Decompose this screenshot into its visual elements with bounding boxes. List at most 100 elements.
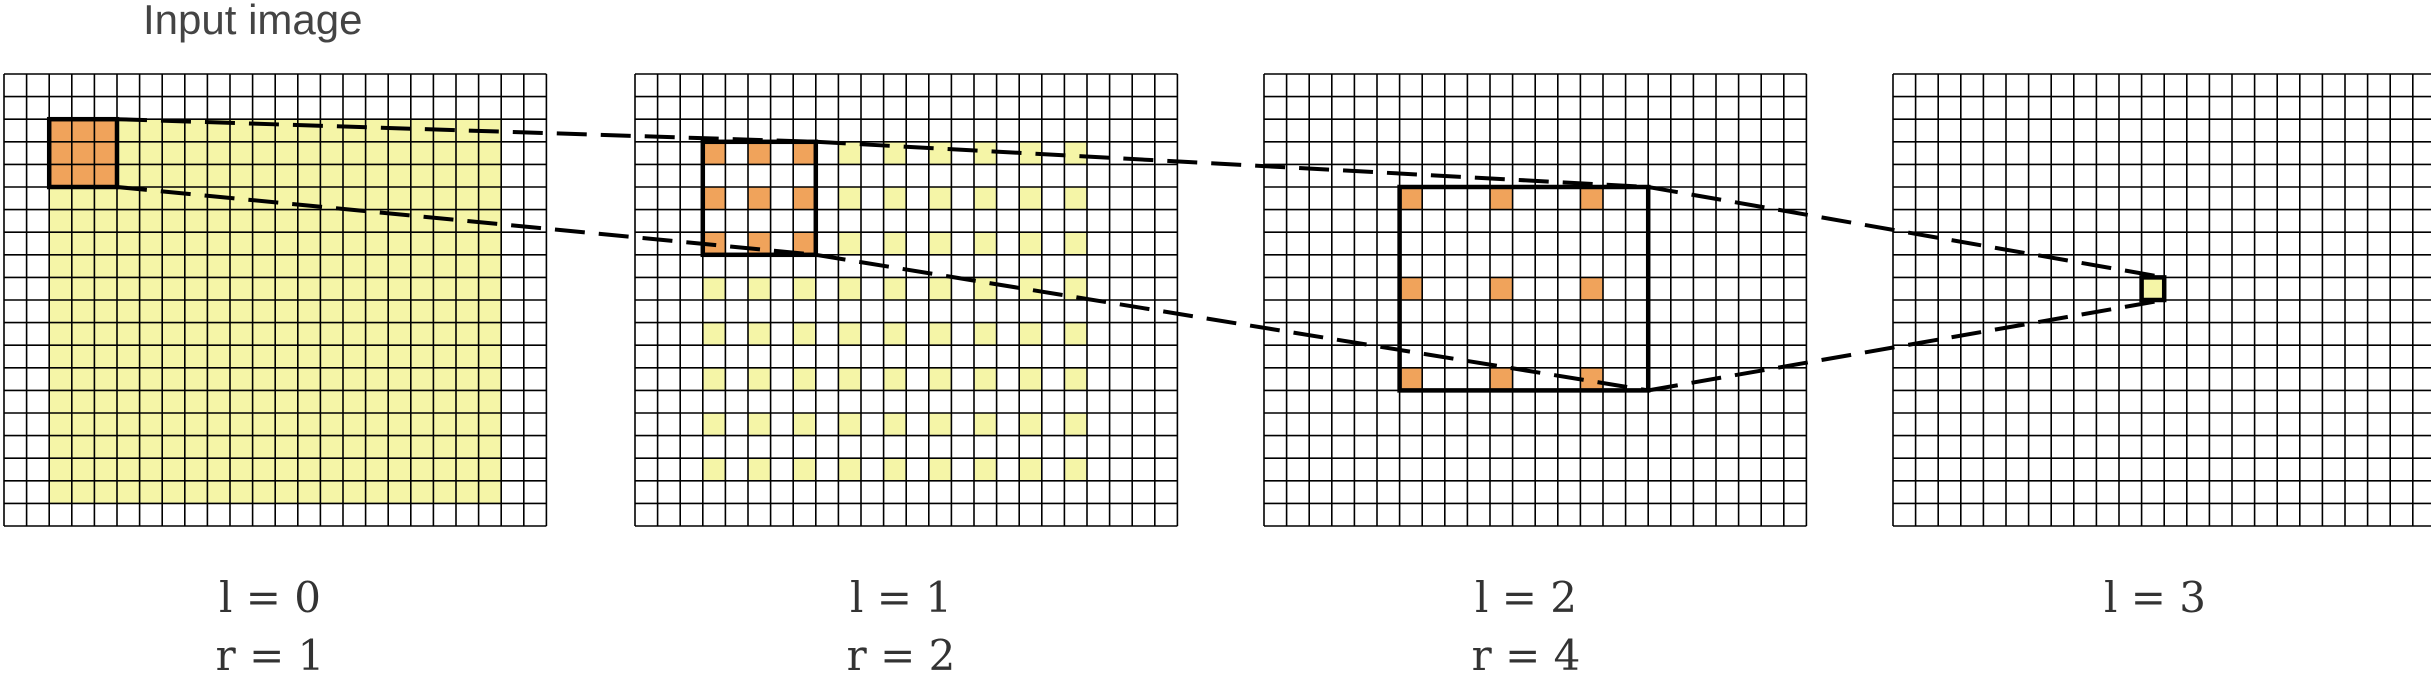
receptive-field-cell — [343, 322, 366, 346]
receptive-field-cell — [252, 458, 276, 481]
receptive-field-cell — [184, 209, 208, 233]
receptive-field-cell — [410, 119, 434, 142]
receptive-field-cell — [974, 141, 997, 165]
receptive-field-cell — [365, 458, 389, 481]
kernel-tap-cell — [49, 119, 72, 142]
receptive-field-cell — [702, 458, 726, 481]
receptive-field-cell — [49, 345, 72, 368]
receptive-field-cell — [139, 300, 163, 323]
receptive-field-cell — [252, 367, 276, 391]
receptive-field-cell — [162, 390, 185, 413]
receptive-field-cell — [297, 322, 321, 346]
receptive-field-cell — [275, 232, 298, 255]
receptive-field-cell — [117, 413, 140, 436]
receptive-field-cell — [230, 390, 253, 413]
receptive-field-cell — [410, 187, 434, 210]
receptive-field-cell — [456, 367, 479, 391]
receptive-field-cell — [1019, 458, 1042, 481]
receptive-field-cell — [343, 435, 366, 459]
receptive-field-cell — [388, 187, 411, 210]
receptive-field-cell — [230, 119, 253, 142]
receptive-field-cell — [928, 322, 952, 346]
receptive-field-cell — [162, 164, 185, 187]
kernel-tap-cell — [94, 164, 117, 187]
receptive-field-cell — [456, 322, 479, 346]
receptive-field-cell — [410, 141, 434, 165]
receptive-field-cell — [343, 187, 366, 210]
receptive-field-cell — [94, 413, 117, 436]
receptive-field-cell — [343, 300, 366, 323]
kernel-tap-cell — [49, 141, 72, 165]
receptive-field-cell — [928, 187, 952, 210]
panel-3-l-label: l = 3 — [2104, 573, 2206, 622]
receptive-field-cell — [320, 277, 343, 300]
receptive-field-cell — [343, 209, 366, 233]
receptive-field-cell — [748, 367, 771, 391]
receptive-field-cell — [456, 187, 479, 210]
kernel-tap-cell — [748, 232, 771, 255]
receptive-field-cell — [230, 322, 253, 346]
kernel-tap-cell — [94, 119, 117, 142]
receptive-field-cell — [71, 322, 95, 346]
receptive-field-cell — [49, 187, 72, 210]
receptive-field-cell — [410, 367, 434, 391]
receptive-field-cell — [365, 345, 389, 368]
receptive-field-cell — [71, 187, 95, 210]
receptive-field-cell — [252, 322, 276, 346]
receptive-field-cell — [478, 209, 502, 233]
receptive-field-cell — [207, 277, 230, 300]
receptive-field-cell — [410, 345, 434, 368]
receptive-field-cell — [478, 277, 502, 300]
receptive-field-cell — [410, 480, 434, 504]
receptive-field-cell — [793, 367, 816, 391]
receptive-field-cell — [928, 141, 952, 165]
receptive-field-cell — [365, 435, 389, 459]
receptive-field-cell — [275, 367, 298, 391]
receptive-field-cell — [320, 119, 343, 142]
receptive-field-cell — [184, 187, 208, 210]
receptive-field-cell — [71, 480, 95, 504]
receptive-field-cell — [456, 458, 479, 481]
receptive-field-cell — [456, 300, 479, 323]
receptive-field-cell — [410, 322, 434, 346]
receptive-field-cell — [71, 232, 95, 255]
receptive-field-cell — [94, 209, 117, 233]
receptive-field-cell — [252, 390, 276, 413]
receptive-field-cell — [139, 413, 163, 436]
receptive-field-cell — [320, 480, 343, 504]
receptive-field-cell — [207, 367, 230, 391]
receptive-field-cell — [320, 345, 343, 368]
receptive-field-cell — [297, 435, 321, 459]
receptive-field-cell — [1019, 367, 1042, 391]
receptive-field-cell — [297, 164, 321, 187]
receptive-field-cell — [478, 232, 502, 255]
receptive-field-cell — [343, 141, 366, 165]
receptive-field-cell — [230, 187, 253, 210]
receptive-field-cell — [162, 254, 185, 278]
receptive-field-cell — [702, 322, 726, 346]
receptive-field-cell — [365, 300, 389, 323]
kernel-tap-cell — [1399, 187, 1423, 210]
receptive-field-cell — [162, 119, 185, 142]
kernel-tap-cell — [1580, 367, 1603, 391]
receptive-field-cell — [1064, 322, 1087, 346]
receptive-field-cell — [974, 413, 997, 436]
receptive-field-cell — [838, 458, 861, 481]
receptive-field-cell — [297, 141, 321, 165]
receptive-field-cell — [388, 480, 411, 504]
panel-0-r-label: r = 1 — [216, 631, 325, 680]
receptive-field-cell — [252, 480, 276, 504]
receptive-field-cell — [793, 413, 816, 436]
receptive-field-cell — [388, 164, 411, 187]
receptive-field-cell — [365, 141, 389, 165]
receptive-field-cell — [365, 119, 389, 142]
receptive-field-cell — [456, 277, 479, 300]
receptive-field-cell — [343, 390, 366, 413]
receptive-field-cell — [838, 413, 861, 436]
receptive-field-cell — [297, 413, 321, 436]
receptive-field-cell — [320, 164, 343, 187]
receptive-field-cell — [184, 435, 208, 459]
kernel-tap-cell — [1490, 187, 1513, 210]
receptive-field-cell — [702, 413, 726, 436]
receptive-field-cell — [343, 232, 366, 255]
